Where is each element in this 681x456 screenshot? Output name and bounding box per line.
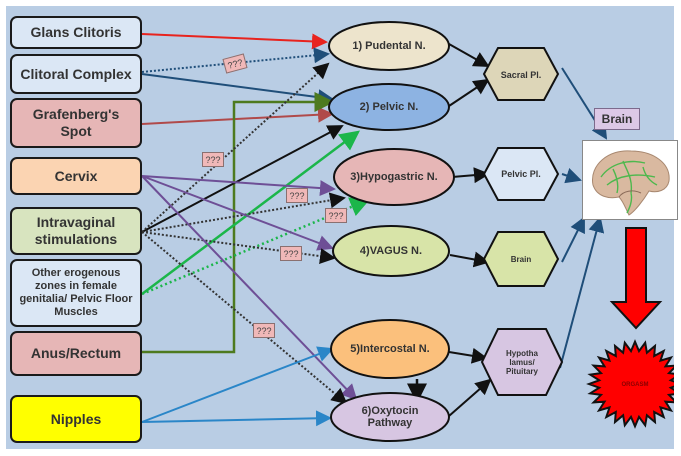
source-label: Glans Clitoris (30, 24, 122, 40)
nerve-hypogastric-label: 3)Hypogastric N. (350, 171, 438, 183)
brain-label: Brain (594, 108, 640, 130)
edge-brainhex-brain (561, 216, 585, 263)
edge-vagus-brainhex (449, 251, 490, 268)
source-label: Clitoral Complex (20, 65, 132, 82)
orgasm-label: ORGASM (622, 382, 649, 388)
source-label: Nipples (50, 410, 102, 427)
source-nipples: Nipples (10, 395, 142, 443)
nerve-pelvic-label: 2) Pelvic N. (359, 101, 419, 113)
relay-pelvicpl-label: Pelvic Pl. (501, 169, 541, 179)
edge-hypo-brain (559, 216, 605, 369)
source-label: Grafenberg's Spot (32, 106, 120, 139)
source-other-zones: Other erogenous zones in female genitali… (10, 259, 142, 327)
nerve-intercostal (330, 319, 450, 379)
edge-intravag-oxytocin (141, 231, 348, 405)
relay-sacral (482, 47, 560, 101)
nerve-pudendal-label: 1) Pudental N. (352, 40, 426, 52)
edge-intercostal-hypo (448, 347, 488, 364)
nerve-oxytocin (330, 392, 450, 442)
edge-cervix-oxytocin (141, 175, 358, 401)
unknown-marker: ??? (253, 323, 275, 338)
edge-intravag-pelvic (141, 125, 344, 233)
edge-pelvic-sacral (448, 78, 490, 107)
edge-glans-pudendal (141, 33, 328, 50)
edge-pudendal-sacral (448, 43, 490, 67)
edge-intravag-vagus (141, 231, 336, 265)
edge-anus-pelvic (142, 92, 335, 354)
relay-pelvicpl (482, 147, 560, 201)
orgasm-burst (586, 339, 674, 429)
nerve-oxytocin-label: 6)Oxytocin Pathway (361, 405, 419, 429)
nerve-hypogastric (333, 148, 455, 206)
edge-cervix-vagus (141, 175, 334, 251)
diagram-canvas: ORGASM Glans Clitoris Clitoral Complex G… (6, 6, 678, 449)
source-label: Anus/Rectum (30, 345, 122, 361)
source-label: Intravaginal stimulations (34, 214, 118, 247)
source-clitoral-complex: Clitoral Complex (10, 54, 142, 94)
edge-other-hypogastric (141, 197, 371, 296)
edge-oxytocin-hypo (448, 378, 492, 417)
source-cervix: Cervix (10, 157, 142, 195)
unknown-marker: ??? (286, 188, 308, 203)
edge-pelvicpl-brain (561, 167, 582, 184)
relay-sacral-label: Sacral Pl. (500, 70, 542, 80)
relay-hypo-label: Hypotha lamus/ Pituitary (505, 348, 538, 376)
edge-hypogastric-pelvicpl (451, 167, 490, 184)
source-glans-clitoris: Glans Clitoris (10, 16, 142, 49)
source-label: Other erogenous zones in female genitali… (19, 267, 133, 318)
nerve-pudendal (328, 21, 450, 71)
brain-illustration-icon (592, 150, 670, 216)
edges-layer: ORGASM (141, 21, 674, 442)
relay-brainhex-label: Brain (510, 254, 532, 264)
relay-hypo (480, 328, 564, 396)
source-grafenbergs-spot: Grafenberg's Spot (10, 98, 142, 148)
source-anus-rectum: Anus/Rectum (10, 331, 142, 376)
nerve-intercostal-label: 5)Intercostal N. (350, 343, 430, 355)
edge-nipples-oxytocin (141, 410, 332, 427)
nerve-vagus (332, 225, 450, 277)
source-intravaginal: Intravaginal stimulations (10, 207, 142, 255)
nerve-pelvic (328, 83, 450, 131)
edge-gspot-pelvic (141, 106, 334, 125)
edge-intravag-pudendal (141, 62, 330, 233)
brain-image (582, 140, 678, 220)
orgasm-arrow (609, 227, 663, 330)
relay-brainhex (482, 231, 560, 287)
unknown-marker: ??? (202, 152, 224, 167)
unknown-marker: ??? (325, 208, 347, 223)
source-label: Cervix (54, 167, 98, 184)
edge-cervix-hypogastric (141, 175, 336, 197)
edge-nipples-intercostal (141, 346, 334, 423)
nerve-vagus-label: 4)VAGUS N. (359, 245, 423, 257)
unknown-marker: ??? (280, 246, 302, 261)
edge-complex-pelvic (141, 73, 334, 106)
